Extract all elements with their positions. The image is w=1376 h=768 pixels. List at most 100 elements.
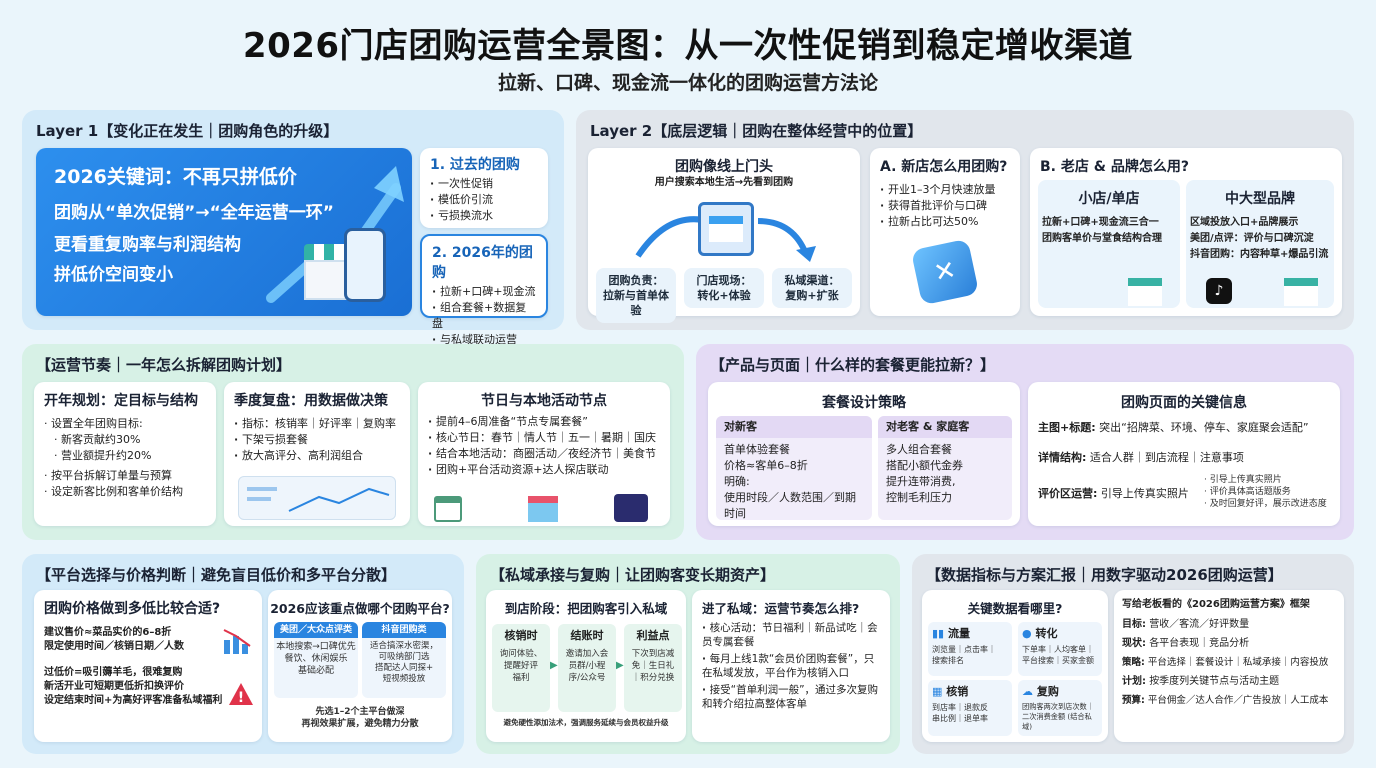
page-info-row: 评价区运营: 引导上传真实照片 bbox=[1038, 487, 1189, 500]
metric-cell-traffic: ▮▮ 流量 浏览量｜点击率｜ 搜索排名 bbox=[928, 622, 1012, 676]
now-item: 与私域联动运营 bbox=[432, 332, 536, 348]
metric-cell-conversion: ● 转化 下单率｜人均客单｜ 平台搜索｜买家金额 bbox=[1018, 622, 1102, 676]
step-head: 核销时 bbox=[504, 629, 538, 642]
new-store-card: A. 新店怎么用团购? 开业1–3个月快速放量 获得首批评价与口碑 拉新占比可达… bbox=[870, 148, 1020, 316]
metric-cell-redeem: ▦ 核销 到店率｜退款反 串比例｜退单率 bbox=[928, 680, 1012, 736]
strategy-title: 套餐设计策略 bbox=[822, 395, 906, 411]
arrive-title: 到店阶段：把团购客引入私域 bbox=[504, 601, 668, 616]
old-customer-line: 多人组合套餐 bbox=[886, 443, 952, 456]
keyword-banner: 2026关键词：不再只拼低价 团购从“单次促销”→“全年运营一环” 更看重复购率… bbox=[36, 148, 412, 316]
step-arrow-icon: ▶ bbox=[616, 660, 624, 671]
page-title: 2026门店团购运营全景图：从一次性促销到稳定增收渠道 bbox=[242, 26, 1134, 66]
step-arrow-icon: ▶ bbox=[550, 660, 558, 671]
step-text: 询问体验、 提醒好评 福利 bbox=[499, 649, 543, 683]
small-store-title: 小店/单店 bbox=[1078, 191, 1140, 207]
metric-head: ▮▮ 流量 bbox=[932, 627, 970, 640]
past-item: 亏损换流水 bbox=[430, 208, 538, 224]
key-data-title: 关键数据看哪里? bbox=[967, 601, 1063, 616]
new-customer-line: 价格≈客单6–8折 bbox=[724, 459, 808, 472]
page-info-title: 团购页面的关键信息 bbox=[1121, 395, 1247, 411]
old-store-card: B. 老店 & 品牌怎么用? 小店/单店 拉新+口碑+现金流三合一 团购客单价与… bbox=[1030, 148, 1342, 316]
douyin-box: 抖音团购类 适合搞深水密渠， 可吸纳部门选 搭配达人同探+ 短视频投放 bbox=[362, 622, 446, 698]
festival-item: 提前4–6周准备“节点专属套餐” bbox=[428, 414, 660, 430]
svg-text:!: ! bbox=[238, 690, 244, 706]
big-brand-box: 中大型品牌 区域投放入口+品牌展示 美团/点评：评价与口碑沉淀 抖音团购：内容种… bbox=[1186, 180, 1334, 308]
users-icon: ● bbox=[1022, 627, 1032, 640]
metric-head: ● 转化 bbox=[1022, 627, 1058, 640]
which-title: 2026应该重点做哪个团购平台? bbox=[270, 601, 450, 616]
old-customer-line: 提升连带消费, bbox=[886, 475, 956, 488]
step-box: 核销时 询问体验、 提醒好评 福利 bbox=[492, 624, 550, 712]
festival-title: 节日与本地活动节点 bbox=[481, 393, 607, 409]
cloud-icon: ☁ bbox=[1022, 685, 1033, 698]
festival-item: 团购+平台活动资源+达人探店联动 bbox=[428, 462, 660, 478]
night-market-icon bbox=[614, 494, 648, 522]
old-customer-box: 对老客 & 家庭客 多人组合套餐 搭配小额代金券 提升连带消费, 控制毛利压力 bbox=[878, 416, 1012, 520]
festival-item: 结合本地活动：商圈活动／夜经济节｜美食节 bbox=[428, 446, 660, 462]
grid-icon: ▦ bbox=[932, 685, 943, 698]
festival-card: 节日与本地活动节点 提前4–6周准备“节点专属套餐” 核心节日：春节｜情人节｜五… bbox=[418, 382, 670, 526]
douyin-icon: ♪ bbox=[1206, 278, 1232, 304]
price-warn-line: 过低价=吸引薅羊毛，很难复购 bbox=[44, 667, 183, 678]
now-item: 组合套餐+数据复盘 bbox=[432, 300, 536, 332]
new-store-item: 开业1–3个月快速放量 bbox=[880, 182, 1010, 198]
past-item: 一次性促销 bbox=[430, 176, 538, 192]
annual-item: · 按平台拆解订单量与预算 bbox=[44, 469, 172, 482]
page-info-row: 详情结构: 适合人群｜到店流程｜注意事项 bbox=[1038, 451, 1244, 464]
review-list: · 引导上传真实照片 · 评价具体高话题版务 · 及时回复好评，展示改进态度 bbox=[1204, 474, 1336, 510]
warning-icon: ! bbox=[228, 682, 254, 706]
old-customer-head: 对老客 & 家庭客 bbox=[878, 416, 1012, 438]
small-store-line: 拉新+口碑+现金流三合一 bbox=[1042, 217, 1159, 228]
step-box: 利益点 下次到店减 免｜生日礼 ｜积分兑换 bbox=[624, 624, 682, 712]
old-customer-line: 搭配小额代金券 bbox=[886, 459, 963, 472]
past-groupbuy-card: 1. 过去的团购 一次性促销 模低价引流 亏损换流水 bbox=[420, 148, 548, 228]
past-item: 模低价引流 bbox=[430, 192, 538, 208]
banner-line-3: 更看重复购率与利润结构 bbox=[54, 235, 241, 255]
annual-sub: · 营业额提升约20% bbox=[54, 449, 152, 462]
phone-icon bbox=[344, 228, 386, 302]
metric-text: 下单率｜人均客单｜ 平台搜索｜买家金额 bbox=[1022, 645, 1094, 665]
which-foot: 先选1–2个主平台做深 再视效果扩展，避免精力分散 bbox=[301, 707, 419, 729]
price-chart-icon bbox=[222, 626, 252, 656]
product-heading: 【产品与页面｜什么样的套餐更能拉新？】 bbox=[710, 356, 996, 374]
page-subtitle: 拉新、口碑、现金流一体化的团购运营方法论 bbox=[497, 72, 878, 94]
storefront-sub: 用户搜索本地生活→先看到团购 bbox=[654, 177, 794, 188]
now-item: 拉新+口碑+现金流 bbox=[432, 284, 536, 300]
rhythm-heading: 【运营节奏｜一年怎么拆解团购计划】 bbox=[36, 356, 292, 374]
report-title: 写给老板看的《2026团购运营方案》框架 bbox=[1122, 599, 1310, 610]
step-text: 邀请加入会 员群/小程 序/公众号 bbox=[565, 649, 609, 683]
now-title: 2. 2026年的团购 bbox=[432, 245, 533, 281]
new-store-item: 获得首批评价与口碑 bbox=[880, 198, 1010, 214]
step-text: 下次到店减 免｜生日礼 ｜积分兑换 bbox=[631, 649, 675, 683]
which-platform-card: 2026应该重点做哪个团购平台? 美团／大众点评类 本地搜索→口碑优先 餐饮、休… bbox=[268, 590, 452, 742]
step-head: 结账时 bbox=[570, 629, 604, 642]
quarter-item: 指标：核销率｜好评率｜复购率 bbox=[234, 416, 400, 432]
brand-shop-icon bbox=[1284, 278, 1318, 306]
platform-heading: 【平台选择与价格判断｜避免盲目低价和多平台分散】 bbox=[36, 566, 397, 584]
metrics-section: 【数据指标与方案汇报｜用数字驱动2026团购运营】 关键数据看哪里? ▮▮ 流量… bbox=[912, 554, 1354, 754]
metric-text: 到店率｜退款反 串比例｜退单率 bbox=[932, 703, 988, 723]
report-row: 策略: 平台选择｜套餐设计｜私域承接｜内容投放 bbox=[1122, 657, 1329, 668]
festival-item: 核心节日：春节｜情人节｜五一｜暑期｜国庆 bbox=[428, 430, 660, 446]
storefront-card: 团购像线上门头 用户搜索本地生活→先看到团购 团购负责： 拉新与首单体验 门店现… bbox=[588, 148, 860, 323]
review-item: · 及时回复好评，展示改进态度 bbox=[1204, 499, 1327, 509]
review-item: · 评价具体高话题版务 bbox=[1204, 487, 1291, 497]
arrive-foot: 避免硬性添加法术，强调服务延续与会员权益升级 bbox=[503, 718, 669, 727]
new-store-item: 拉新占比可达50% bbox=[880, 214, 1010, 230]
layer2-heading: Layer 2【底层逻辑｜团购在整体经营中的位置】 bbox=[590, 122, 923, 140]
report-row: 预算: 平台佣金／达人合作／广告投放｜人工成本 bbox=[1122, 695, 1329, 706]
package-strategy-card: 套餐设计策略 对新客 首单体验套餐 价格≈客单6–8折 明确: 使用时段／人数范… bbox=[708, 382, 1020, 526]
annual-sub: · 新客贡献约30% bbox=[54, 433, 141, 446]
quarter-title: 季度复盘：用数据做决策 bbox=[234, 393, 388, 409]
step-head: 利益点 bbox=[636, 629, 670, 642]
step-box: 结账时 邀请加入会 员群/小程 序/公众号 bbox=[558, 624, 616, 712]
shop-icon bbox=[1128, 278, 1162, 306]
douyin-head: 抖音团购类 bbox=[362, 622, 446, 638]
private-section: 【私域承接与复购｜让团购客变长期资产】 到店阶段：把团购客引入私域 核销时 询问… bbox=[476, 554, 900, 754]
metrics-heading: 【数据指标与方案汇报｜用数字驱动2026团购运营】 bbox=[926, 566, 1283, 584]
metric-cell-repurchase: ☁ 复购 团购客两次到店次数｜ 二次消费金额 (结合私域) bbox=[1018, 680, 1102, 736]
douyin-text: 适合搞深水密渠， 可吸纳部门选 搭配达人同探+ 短视频投放 bbox=[369, 641, 438, 684]
platform-section: 【平台选择与价格判断｜避免盲目低价和多平台分散】 团购价格做到多低比较合适? 建… bbox=[22, 554, 464, 754]
price-warn-line: 新活开业可短期更低折扣换评价 bbox=[44, 681, 184, 692]
page-info-row: 主图+标题: 突出“招牌菜、环境、停车、家庭聚会适配” bbox=[1038, 421, 1309, 434]
